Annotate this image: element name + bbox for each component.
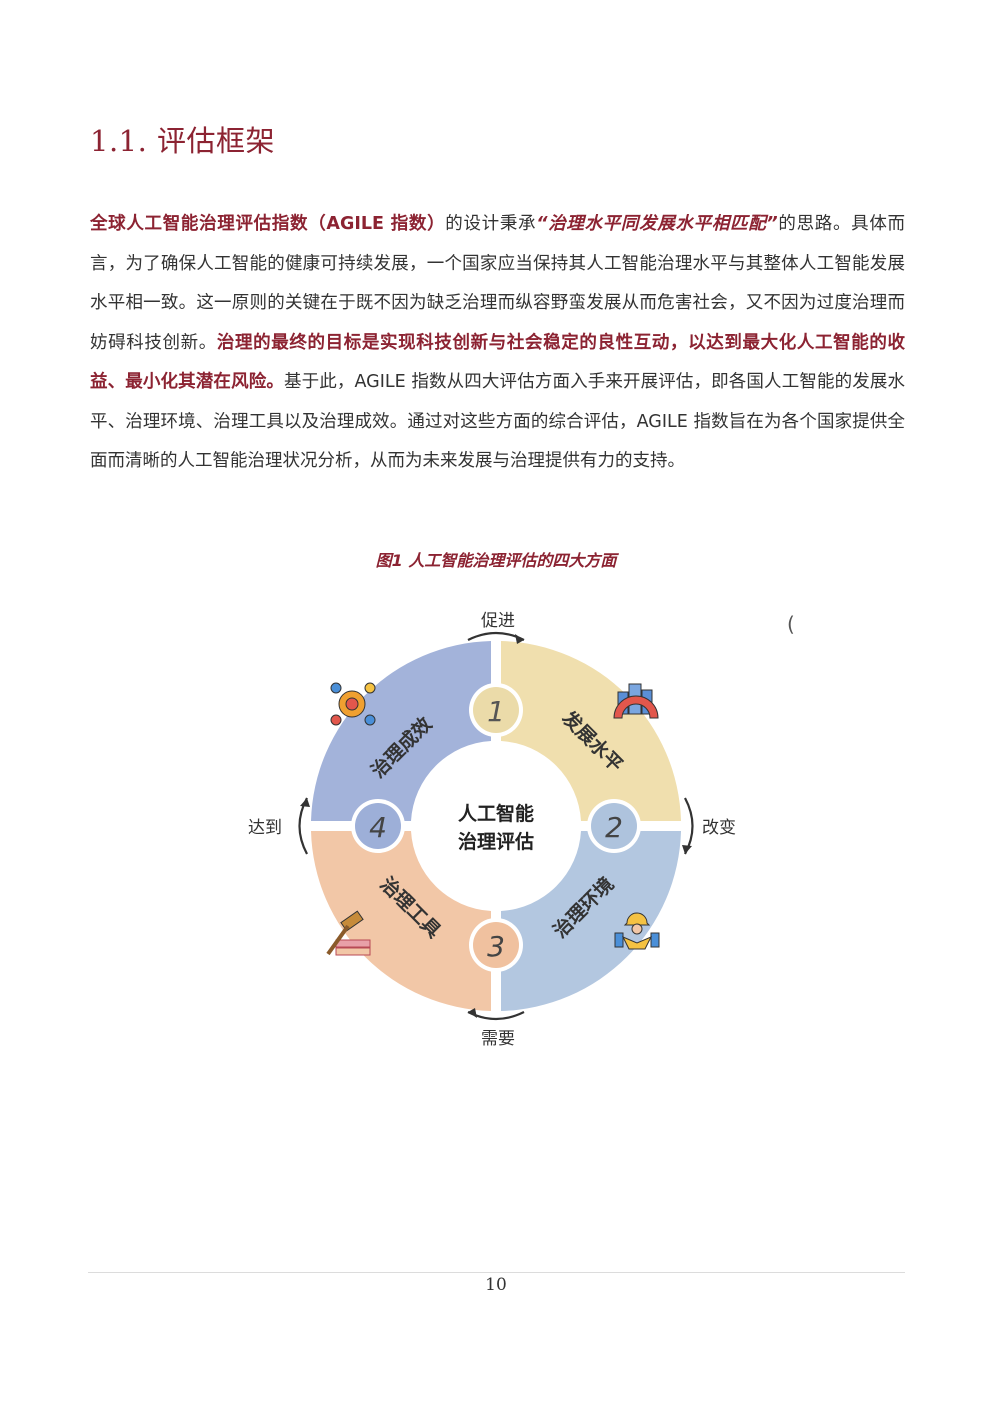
center-label-line1: 人工智能: [458, 802, 534, 825]
arrow-label-right: 改变: [702, 818, 736, 838]
page-number: 10: [485, 1275, 507, 1295]
quadrant-tools: [311, 831, 491, 1011]
quadrant-development: [501, 641, 681, 821]
paragraph-text: 的设计秉承: [445, 214, 537, 234]
center-circle: [422, 752, 570, 900]
goal-highlight: 治理的最终的目标是实现科技创新与社会稳定的良性互动，以达到最大化人工智能的收益、…: [90, 332, 905, 393]
number-circle-4: [355, 803, 401, 849]
number-circle-3: [473, 922, 519, 968]
city-gear-icon: [613, 683, 659, 719]
body-paragraph: 全球人工智能治理评估指数（AGILE 指数）的设计秉承“治理水平同发展水平相匹配…: [90, 205, 905, 482]
paragraph-text: 的思路。具体而言，为了确保人工智能的健康可持续发展，一个国家应当保持其人工智能治…: [90, 214, 906, 353]
arrow-bottom: 需要: [467, 1008, 525, 1049]
figure-caption: 图1 人工智能治理评估的四大方面: [375, 551, 617, 570]
quadrant-environment: [501, 831, 681, 1011]
arrow-label-left: 达到: [248, 818, 282, 838]
number-circle-2: [591, 803, 637, 849]
arrow-top: 促进: [467, 611, 525, 644]
arrow-right: 改变: [682, 797, 736, 855]
index-name-highlight: 全球人工智能治理评估指数（AGILE 指数）: [90, 214, 446, 234]
paragraph-text: 基于此，AGILE 指数从四大评估方面入手来开展评估，即各国人工智能的发展水平、…: [90, 372, 905, 471]
stray-mark: (: [787, 612, 795, 636]
arrow-label-bottom: 需要: [481, 1029, 515, 1049]
handshake-worker-icon: [614, 912, 660, 950]
gavel-books-icon: [326, 910, 371, 956]
number-1: 1: [487, 695, 505, 728]
number-2: 2: [605, 811, 623, 844]
four-aspects-diagram: 人工智能 治理评估 1 2 3 4 发展水平 治理环境 治理工具 治理成效 促进…: [248, 611, 736, 1049]
principle-quote-highlight: “治理水平同发展水平相匹配”: [536, 214, 778, 234]
gear-metrics-icon: [330, 682, 376, 726]
number-3: 3: [487, 930, 505, 963]
section-heading: 1.1. 评估框架: [90, 124, 276, 158]
arrow-label-top: 促进: [481, 611, 515, 631]
number-circle-1: [473, 687, 519, 733]
center-label-line2: 治理评估: [458, 830, 534, 853]
number-4: 4: [369, 811, 387, 844]
quadrant-outcomes: [311, 641, 491, 821]
arrow-left: 达到: [248, 797, 310, 855]
footer-rule: [88, 1272, 905, 1273]
